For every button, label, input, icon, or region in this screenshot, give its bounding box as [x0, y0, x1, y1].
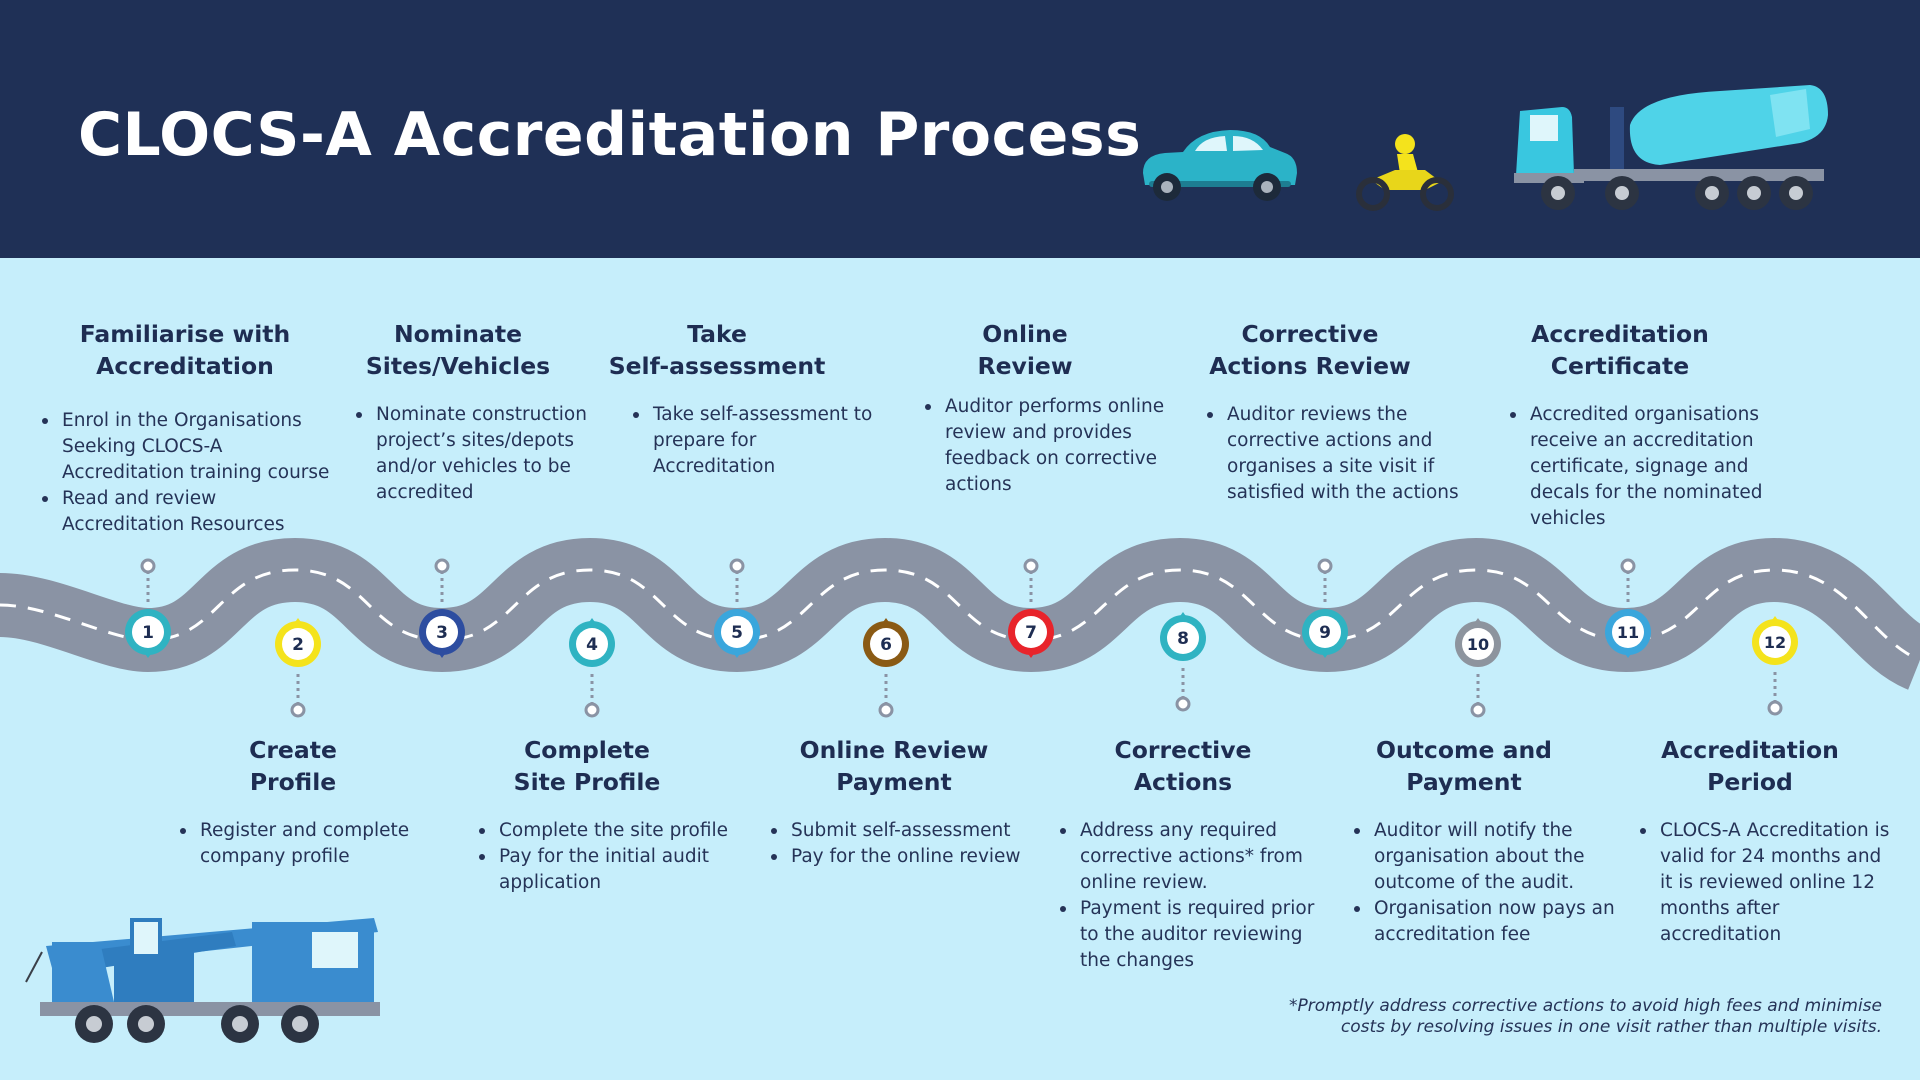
road	[0, 537, 1920, 690]
step-marker-2: 2	[275, 618, 321, 718]
step-bullets: Enrol in the Organisations Seeking CLOCS…	[40, 408, 330, 538]
step-bullets: Auditor reviews the corrective actions a…	[1180, 402, 1470, 506]
car-icon	[1143, 130, 1297, 201]
step-number: 2	[292, 635, 304, 655]
step-marker-1: 1	[125, 558, 171, 658]
step-number: 12	[1764, 633, 1786, 652]
step-bullets: Register and complete company profile	[148, 818, 438, 870]
step-bullets: Auditor will notify the organisation abo…	[1330, 818, 1620, 948]
bullet: Address any required corrective actions*…	[1060, 818, 1330, 896]
step-marker-4: 4	[569, 618, 615, 718]
motorcycle-icon	[1356, 134, 1454, 211]
bullet: Enrol in the Organisations Seeking CLOCS…	[42, 408, 330, 486]
bullet: Organisation now pays an accreditation f…	[1354, 896, 1620, 948]
step-number: 8	[1177, 629, 1189, 649]
step-bullets: Auditor performs online review and provi…	[895, 394, 1175, 498]
header-banner	[0, 0, 1920, 258]
step-marker-12: 12	[1752, 616, 1798, 716]
bullet: Auditor reviews the corrective actions a…	[1207, 402, 1470, 506]
step-marker-9: 9	[1302, 558, 1348, 658]
crane-truck-icon	[25, 918, 380, 1043]
step-marker-7: 7	[1008, 558, 1054, 658]
step-marker-5: 5	[714, 558, 760, 658]
bullet: Read and review Accreditation Resources	[42, 486, 330, 538]
step-bullets: CLOCS-A Accreditation is valid for 24 mo…	[1625, 818, 1895, 948]
bullet: Pay for the initial audit application	[479, 844, 755, 896]
bullet: Nominate construction project’s sites/de…	[356, 402, 610, 506]
step-number: 9	[1319, 623, 1331, 643]
step-bullets: Accredited organisations receive an accr…	[1498, 402, 1788, 532]
bullet: Register and complete company profile	[180, 818, 438, 870]
step-marker-8: 8	[1160, 612, 1206, 712]
step-bullets: Address any required corrective actions*…	[1040, 818, 1330, 974]
step-number: 7	[1025, 623, 1037, 643]
bullet: Take self-assessment to prepare for Accr…	[633, 402, 880, 480]
bullet: CLOCS-A Accreditation is valid for 24 mo…	[1640, 818, 1895, 948]
bullet: Complete the site profile	[479, 818, 755, 844]
step-number: 11	[1617, 623, 1639, 642]
bullet: Submit self-assessment	[771, 818, 1050, 844]
step-number: 6	[880, 635, 892, 655]
step-number: 1	[142, 623, 154, 643]
concrete-mixer-truck-icon	[1514, 85, 1828, 210]
step-marker-10: 10	[1455, 618, 1501, 718]
step-bullets: Submit self-assessment Pay for the onlin…	[750, 818, 1050, 870]
step-bullets: Nominate construction project’s sites/de…	[320, 402, 610, 506]
step-number: 10	[1467, 635, 1489, 654]
step-bullets: Take self-assessment to prepare for Accr…	[590, 402, 880, 480]
step-marker-3: 3	[419, 558, 465, 658]
step-number: 5	[731, 623, 743, 643]
step-number: 3	[436, 623, 448, 643]
bullet: Accredited organisations receive an accr…	[1510, 402, 1788, 532]
step-bullets: Complete the site profile Pay for the in…	[455, 818, 755, 896]
step-number: 4	[586, 635, 598, 655]
bullet: Payment is required prior to the auditor…	[1060, 896, 1330, 974]
step-marker-11: 11	[1605, 558, 1651, 658]
bullet: Pay for the online review	[771, 844, 1050, 870]
step-marker-6: 6	[863, 618, 909, 718]
bullet: Auditor performs online review and provi…	[925, 394, 1175, 498]
bullet: Auditor will notify the organisation abo…	[1354, 818, 1620, 896]
footnote: *Promptly address corrective actions to …	[1288, 996, 1882, 1037]
page-title: CLOCS-A Accreditation Process	[78, 100, 1142, 170]
